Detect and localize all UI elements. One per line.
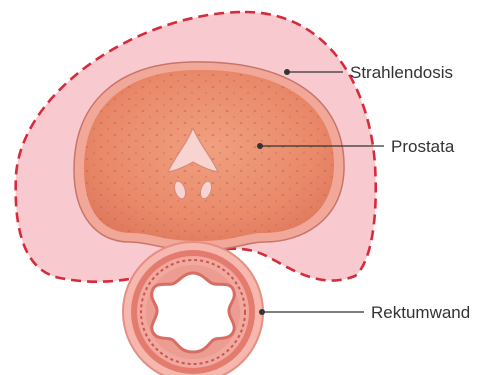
- label-prostate: Prostata: [391, 137, 454, 157]
- dot-marker-icon: [259, 309, 265, 315]
- label-radiation-dose: Strahlendosis: [350, 63, 453, 83]
- dot-marker-icon: [257, 143, 263, 149]
- label-rectum-wall: Rektumwand: [371, 303, 470, 323]
- rectum: [123, 242, 263, 375]
- leader-rectum: [259, 309, 364, 315]
- dot-marker-icon: [284, 69, 290, 75]
